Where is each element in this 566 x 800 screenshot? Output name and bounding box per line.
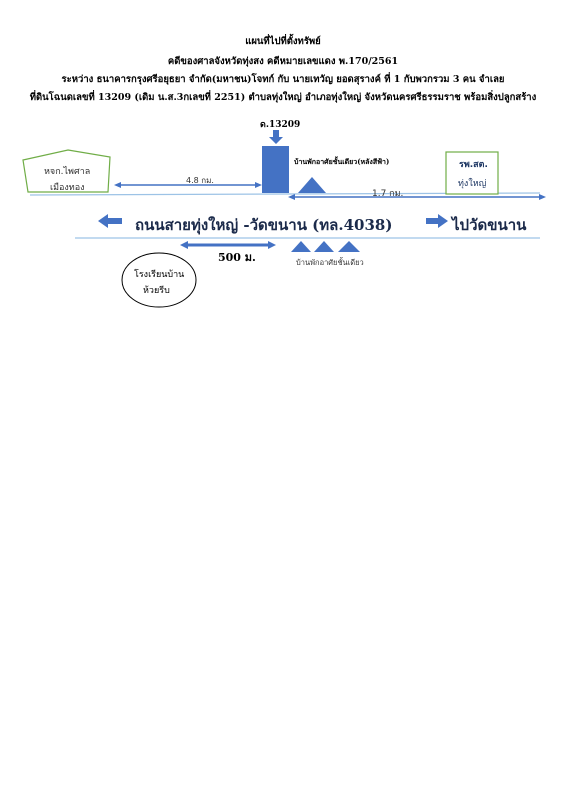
distance-right-label: 1.7 กม.: [372, 189, 404, 199]
land-title-line: ที่ดินโฉนดเลขที่ 13209 (เดิม น.ส.3กเลขที…: [29, 92, 537, 103]
arrowhead-bottom-b: [268, 241, 276, 249]
block-arrow-right: [426, 214, 448, 228]
parties-line: ระหว่าง ธนาคารกรุงศรีอยุธยา จำกัด(มหาชน)…: [61, 74, 505, 85]
school-label-1: โรงเรียนบ้าน: [134, 270, 185, 280]
house-triangle-3: [338, 241, 360, 252]
arrowhead-right-a: [288, 194, 295, 200]
house-top-label: บ้านพักอาศัยชั้นเดียว(หลังสีฟ้า): [294, 157, 390, 166]
block-arrow-left: [98, 214, 122, 228]
case-line: คดีของศาลจังหวัดทุ่งสง คดีหมายเลขแดง พ.1…: [167, 56, 399, 67]
school-label-2: ห้วยรีบ: [143, 286, 170, 296]
houses-bottom-label: บ้านพักอาศัยชั้นเดียว: [296, 258, 364, 267]
school-oval: [121, 252, 197, 308]
parcel-label: ด.13209: [260, 120, 301, 130]
hospital-box: [445, 151, 499, 195]
pentagon-shape: [22, 149, 111, 193]
hospital-label-1: รพ.สต.: [459, 160, 488, 170]
distance-bottom-label: 500 ม.: [218, 251, 256, 264]
parcel-down-arrow: [269, 130, 283, 144]
house-triangle-top: [298, 177, 326, 193]
road-label: ถนนสายทุ่งใหญ่ -วัดขนาน (ทล.4038): [135, 216, 393, 234]
arrowhead-bottom-a: [180, 241, 188, 249]
pentagon-label-1: หจก.ไพศาล: [44, 167, 91, 177]
arrowhead-left-a: [114, 182, 121, 188]
pentagon-label-2: เมืองทอง: [50, 183, 85, 193]
house-triangle-2: [314, 241, 334, 252]
house-triangle-1: [291, 241, 311, 252]
arrowhead-left-b: [255, 182, 262, 188]
to-wat-khanan-label: ไปวัดขนาน: [452, 216, 527, 234]
parcel-rectangle: [262, 146, 289, 193]
arrowhead-right-b: [539, 194, 546, 200]
distance-left-label: 4.8 กม.: [186, 176, 214, 185]
hospital-label-2: ทุ่งใหญ่: [458, 179, 487, 189]
map-title: แผนที่ไปที่ตั้งทรัพย์: [245, 36, 321, 47]
